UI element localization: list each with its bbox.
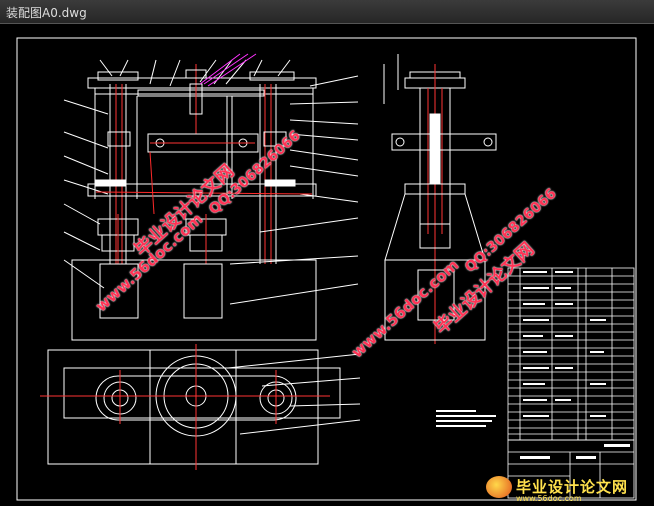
top-view: [40, 344, 361, 470]
title-block: [507, 439, 635, 499]
parts-list-table: [507, 267, 635, 441]
front-view: [63, 59, 359, 341]
window-title: 装配图A0.dwg: [6, 6, 87, 20]
parts-list-cells: [523, 271, 606, 417]
drawing-border: [16, 37, 637, 501]
brand-url: www.56doc.com: [516, 494, 582, 503]
brand-logo: 毕业设计论文网 www.56doc.com: [486, 474, 654, 503]
drawing-canvas[interactable]: 毕业设计论文网 www.56doc.com QQ:306826066 毕业设计论…: [0, 24, 654, 506]
title-bar: 装配图A0.dwg: [0, 0, 654, 24]
technical-notes: [436, 410, 496, 427]
brand-mark-icon: [486, 476, 512, 498]
brand-name: 毕业设计论文网: [516, 478, 629, 496]
side-view: [383, 54, 497, 344]
assembly-drawing: [16, 37, 637, 501]
